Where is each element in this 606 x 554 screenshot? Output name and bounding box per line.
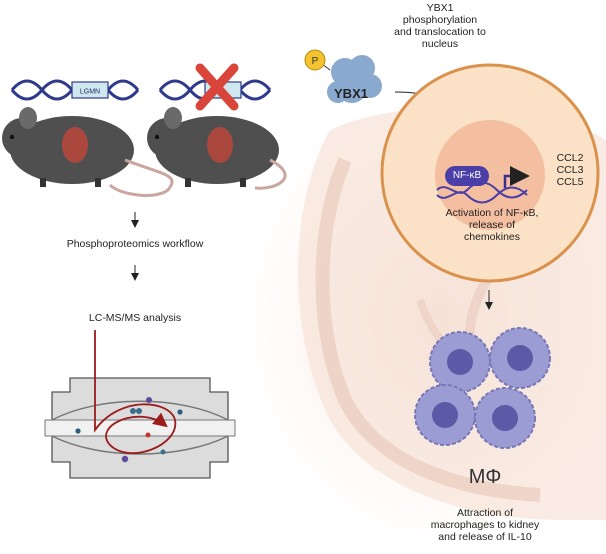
macrophage-icon xyxy=(489,327,551,389)
dna-strand-lgmn: LGMN xyxy=(10,79,140,101)
knockout-cross-icon xyxy=(195,63,239,111)
mouse-wildtype-icon xyxy=(2,107,174,197)
dna-strand-knockout xyxy=(158,63,272,111)
macrophage-icon xyxy=(474,387,536,449)
macrophage-icon xyxy=(429,331,491,393)
ybx1-protein-icon xyxy=(327,55,382,103)
nfkb-complex xyxy=(436,166,530,204)
chemokine-ccl5: CCL5 xyxy=(556,176,584,188)
lgmn-label: LGMN xyxy=(80,89,100,96)
transcription-arrow-icon xyxy=(503,166,530,188)
nfkb-caption: Activation of NF-κB, release of chemokin… xyxy=(445,207,539,243)
nucleus xyxy=(435,120,545,230)
chemokine-list: CCL2 CCL3 CCL5 xyxy=(548,152,592,188)
mouse-knockout-icon xyxy=(147,107,287,190)
nfkb-box xyxy=(445,166,489,186)
lgmn-gene-box xyxy=(71,81,109,99)
chemokine-ccl3: CCL3 xyxy=(556,164,584,176)
macrophage-cluster xyxy=(414,327,551,449)
mass-spectrometer-icon xyxy=(44,330,236,479)
ybx1-label: YBX1 xyxy=(334,86,368,101)
phosphate-badge: P xyxy=(304,49,331,71)
macrophage-symbol: MΦ xyxy=(468,466,502,488)
chemokine-ccl2: CCL2 xyxy=(556,152,584,164)
macrophage-icon xyxy=(414,384,476,446)
svg-text:P: P xyxy=(312,56,319,67)
macrophage-caption: Attraction of macrophages to kidney and … xyxy=(430,507,540,543)
workflow-step-phosphoproteomics: Phosphoproteomics workflow xyxy=(66,238,204,250)
ybx1-caption: YBX1 phosphorylation and translocation t… xyxy=(394,2,486,50)
cell xyxy=(380,63,600,283)
nfkb-label: NF-κB xyxy=(452,170,482,181)
workflow-step-lcms: LC-MS/MS analysis xyxy=(88,312,182,324)
